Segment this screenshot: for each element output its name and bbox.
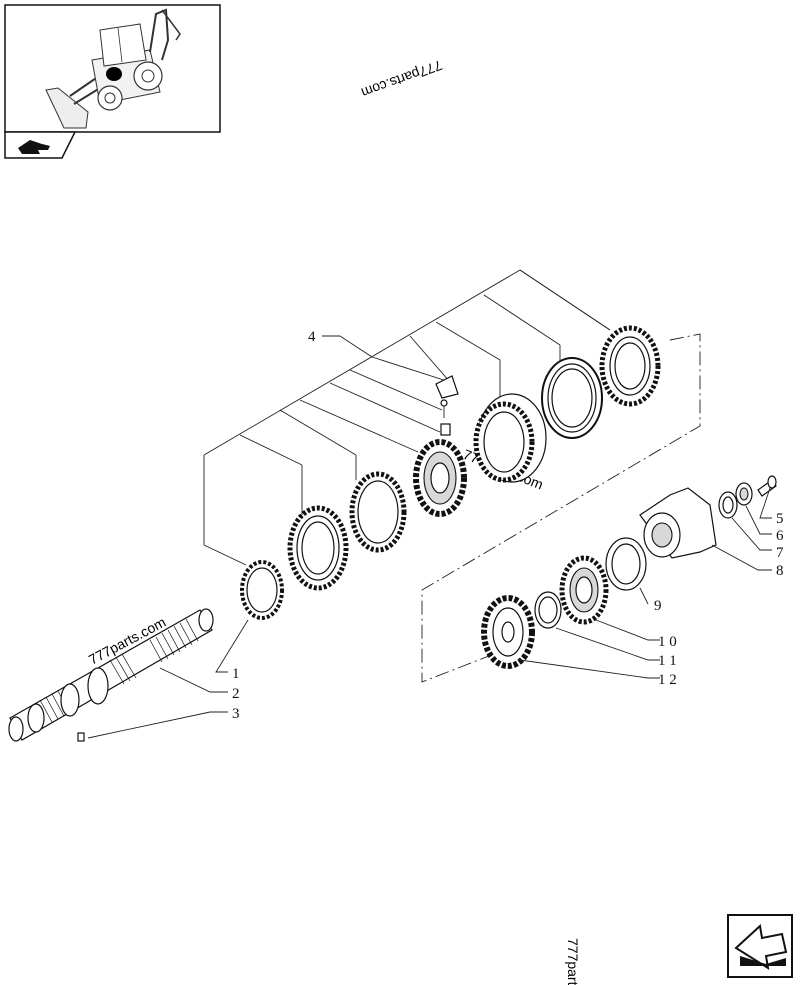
callout-11: 1 1 [658,653,677,669]
callout-6: 6 [776,528,784,544]
yoke-flange[interactable] [639,487,717,559]
sleeve[interactable] [473,393,547,483]
washer-9[interactable] [605,537,647,591]
pin[interactable] [77,732,85,742]
callout-12: 1 2 [658,672,677,688]
gear-ring-4[interactable] [599,325,661,407]
next-page-button[interactable] [727,914,793,978]
callout-8: 8 [776,563,784,579]
machine-thumbnail[interactable] [4,4,221,133]
synchro-ring-3[interactable] [541,357,603,439]
hand-tab[interactable] [4,131,77,159]
sleeve-hub[interactable] [413,439,467,517]
watermark-top: 777parts.com [359,57,444,101]
callout-9: 9 [654,598,662,614]
callout-2: 2 [232,686,240,702]
gear-12[interactable] [481,595,535,669]
gear-small[interactable] [240,560,284,620]
callout-4: 4 [308,329,316,345]
callout-4-bracket [203,269,611,566]
callout-3: 3 [232,706,240,722]
bolt-5[interactable] [757,475,777,497]
main-shaft[interactable] [8,608,214,742]
detent-parts[interactable] [435,375,459,436]
callout-7: 7 [776,545,784,561]
callout-5: 5 [776,511,784,527]
next-page-arrow-icon [734,924,788,971]
washer-7[interactable] [718,491,738,519]
pointing-hand-icon [18,140,50,154]
callout-1: 1 [232,666,240,682]
synchro-ring-1[interactable] [287,505,349,591]
backhoe-loader-thumbnail-icon [45,8,181,129]
watermark-bottom: 777parts [565,938,581,985]
leader-lines [87,487,772,739]
synchro-ring-2[interactable] [349,471,407,553]
bearing-10[interactable] [559,555,609,625]
assembly-outline [421,333,701,683]
washer-6[interactable] [735,482,753,506]
callout-10: 1 0 [658,634,677,650]
callout-labels: 1 2 3 4 5 6 7 8 9 1 0 1 1 1 2 [232,329,784,722]
ring-11[interactable] [534,591,562,629]
